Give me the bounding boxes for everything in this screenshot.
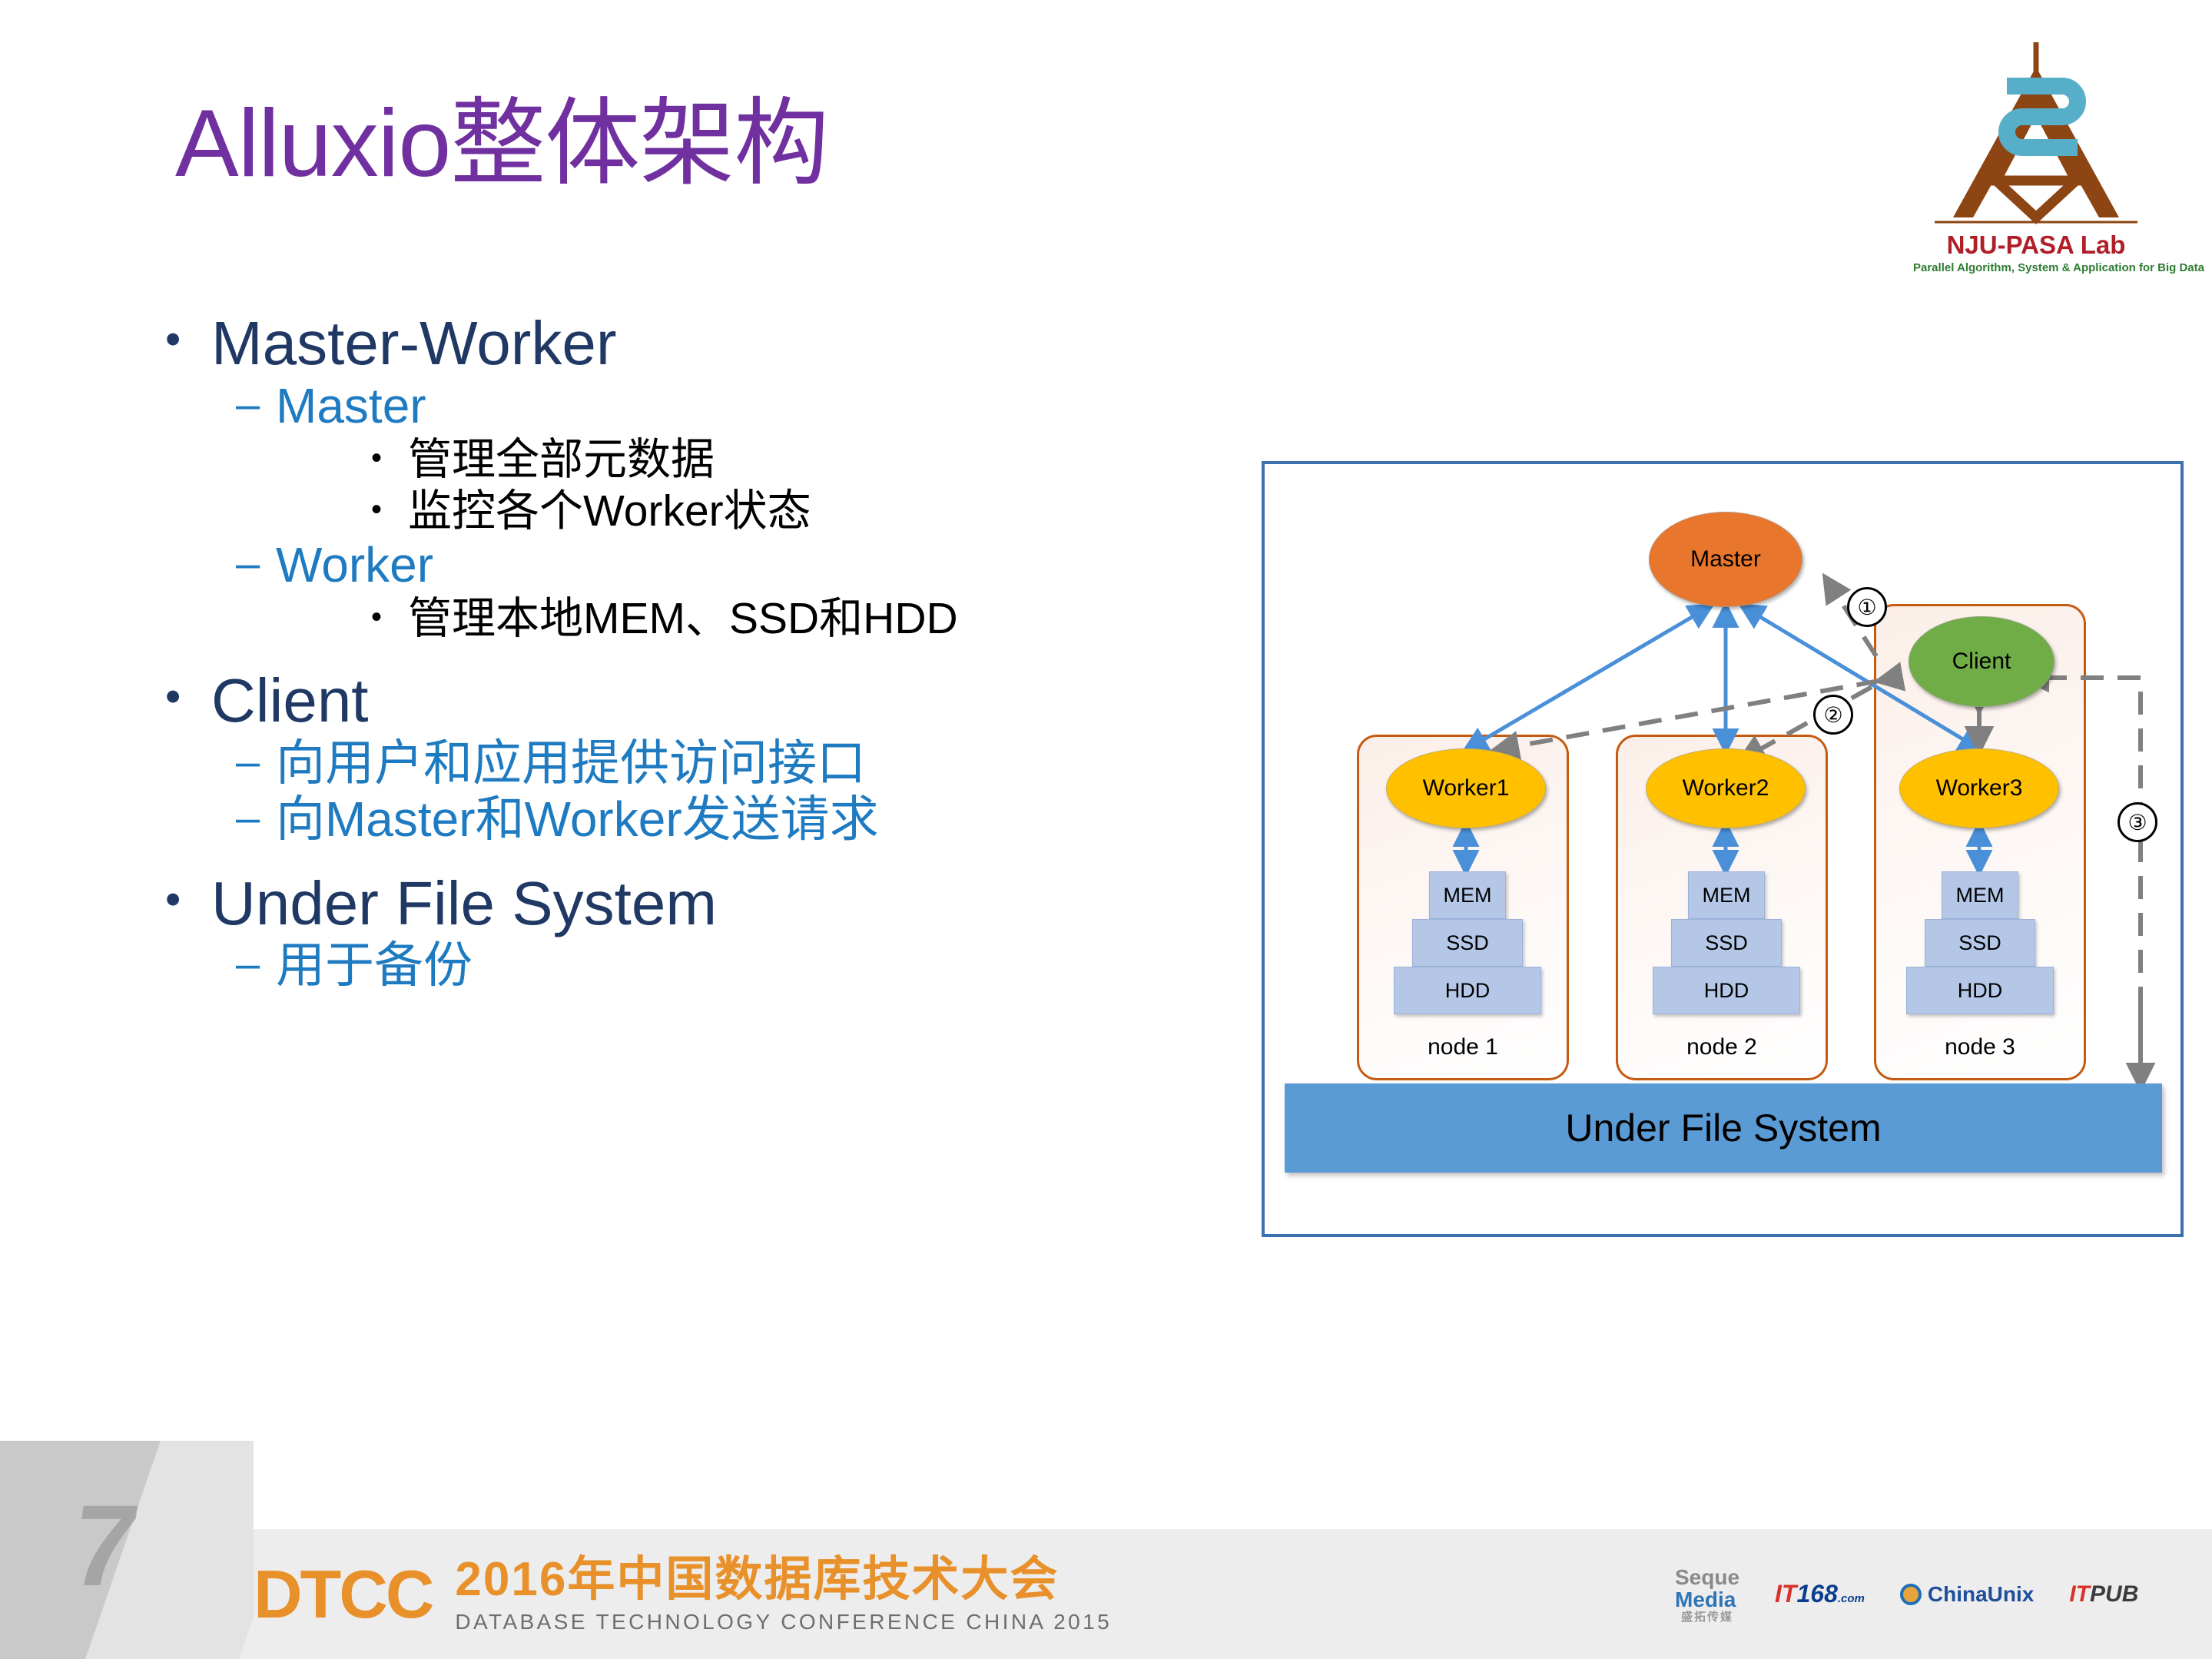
bullet-marker: •: [165, 672, 181, 722]
tier-hdd-3: HDD: [1906, 967, 2054, 1014]
itpub-it: IT: [2069, 1581, 2091, 1608]
bullet-list: • Master-Worker – Master • 管理全部元数据 • 监控各…: [165, 307, 1256, 994]
tier-hdd-2: HDD: [1653, 967, 1800, 1014]
spacer: [165, 645, 1256, 665]
tier-hdd-1: HDD: [1394, 967, 1541, 1014]
bullet-text: Master-Worker: [211, 309, 617, 377]
bullet-level3: • 监控各个Worker状态: [371, 486, 1256, 537]
logo-tagline: Parallel Algorithm, System & Application…: [1913, 261, 2204, 274]
bullet-level1: • Under File System: [165, 869, 1256, 938]
sequemedia-seque: Seque: [1675, 1564, 1740, 1589]
tier-mem-2: MEM: [1688, 871, 1765, 919]
bullet-level2: – 用于备份: [236, 937, 1256, 994]
sponsor-itpub: ITPUB: [2069, 1582, 2138, 1607]
bullet-text: 管理全部元数据: [408, 434, 715, 484]
bullet-text: Master: [276, 377, 426, 433]
master-node[interactable]: Master: [1649, 512, 1802, 607]
bullet-marker: •: [165, 314, 181, 364]
it168-dotcom: .com: [1837, 1592, 1865, 1606]
step-marker-2: ②: [1813, 695, 1853, 735]
spacer: [165, 848, 1256, 868]
worker-node-1[interactable]: Worker1: [1386, 748, 1546, 828]
under-file-system-bar: Under File System: [1285, 1083, 2162, 1173]
logo-name: NJU-PASA Lab: [1946, 231, 2126, 259]
architecture-diagram: Master Client Worker1 Worker2 Worker3 ME…: [1262, 461, 2184, 1237]
bullet-marker: –: [236, 736, 260, 785]
client-node[interactable]: Client: [1909, 616, 2054, 707]
worker-node-3[interactable]: Worker3: [1899, 748, 2059, 828]
chinaunix-ring-icon: [1899, 1583, 1922, 1605]
footer-decoration: 7: [0, 1441, 254, 1659]
tier-mem-1: MEM: [1429, 871, 1506, 919]
bullet-level2: – 向用户和应用提供访问接口: [236, 735, 1256, 791]
bullet-marker: –: [236, 379, 260, 428]
bullet-text: 向Master和Worker发送请求: [276, 791, 879, 847]
it168-num: 168: [1796, 1580, 1838, 1608]
bullet-level3: • 管理本地MEM、SSD和HDD: [371, 593, 1256, 645]
bullet-text: Worker: [276, 537, 434, 593]
bullet-level2: – Worker: [236, 537, 1256, 593]
bullet-marker: •: [165, 874, 181, 924]
dtcc-text-block: 2016年中国数据库技术大会 DATABASE TECHNOLOGY CONFE…: [455, 1554, 1112, 1634]
node-label-3: node 3: [1945, 1034, 2015, 1060]
dtcc-mark: DTCC: [254, 1556, 434, 1632]
tier-ssd-3: SSD: [1925, 919, 2035, 967]
sponsor-it168: IT168.com: [1775, 1581, 1865, 1608]
bullet-text: Under File System: [211, 868, 717, 937]
tier-ssd-1: SSD: [1412, 919, 1523, 967]
bullet-marker: •: [371, 440, 383, 475]
bullet-marker: –: [236, 792, 260, 841]
dtcc-title-cn: 2016年中国数据库技术大会: [455, 1553, 1060, 1607]
footer-bar: [0, 1529, 2212, 1659]
dtcc-logo: DTCC 2016年中国数据库技术大会 DATABASE TECHNOLOGY …: [254, 1537, 1112, 1652]
step-marker-1: ①: [1847, 587, 1887, 627]
bullet-level1: • Master-Worker: [165, 309, 1256, 378]
page-title: Alluxio整体架构: [175, 91, 829, 197]
bullet-level2: – Master: [236, 378, 1256, 434]
pasa-tower-icon: [1935, 42, 2137, 224]
bullet-level1: • Client: [165, 666, 1256, 735]
bullet-marker: •: [371, 492, 383, 526]
bullet-text: 用于备份: [276, 937, 473, 994]
bullet-level3: • 管理全部元数据: [371, 434, 1256, 486]
bullet-marker: –: [236, 939, 260, 988]
sequemedia-media: Media: [1675, 1588, 1736, 1612]
bullet-text: Client: [211, 666, 369, 735]
itpub-pub: PUB: [2090, 1581, 2139, 1608]
bullet-marker: •: [371, 600, 383, 634]
bullet-text: 向用户和应用提供访问接口: [276, 735, 866, 791]
it168-it: IT: [1775, 1580, 1797, 1608]
bullet-level2: – 向Master和Worker发送请求: [236, 791, 1256, 848]
node-label-2: node 2: [1686, 1034, 1757, 1060]
sponsor-chinaunix: ChinaUnix: [1899, 1582, 2035, 1607]
step-marker-3: ③: [2117, 802, 2157, 842]
tier-ssd-2: SSD: [1671, 919, 1782, 967]
bullet-text: 监控各个Worker状态: [408, 486, 811, 536]
tier-mem-3: MEM: [1942, 871, 2018, 919]
worker-node-2[interactable]: Worker2: [1646, 748, 1806, 828]
node-label-1: node 1: [1428, 1034, 1498, 1060]
bullet-marker: –: [236, 539, 260, 588]
bullet-text: 管理本地MEM、SSD和HDD: [408, 594, 958, 643]
sequemedia-cn: 盛拓传媒: [1681, 1610, 1734, 1624]
nju-pasa-lab-logo: NJU-PASA Lab Parallel Algorithm, System …: [1913, 35, 2204, 288]
chinaunix-name: ChinaUnix: [1927, 1582, 2035, 1607]
dtcc-title-en: DATABASE TECHNOLOGY CONFERENCE CHINA 201…: [455, 1609, 1113, 1634]
